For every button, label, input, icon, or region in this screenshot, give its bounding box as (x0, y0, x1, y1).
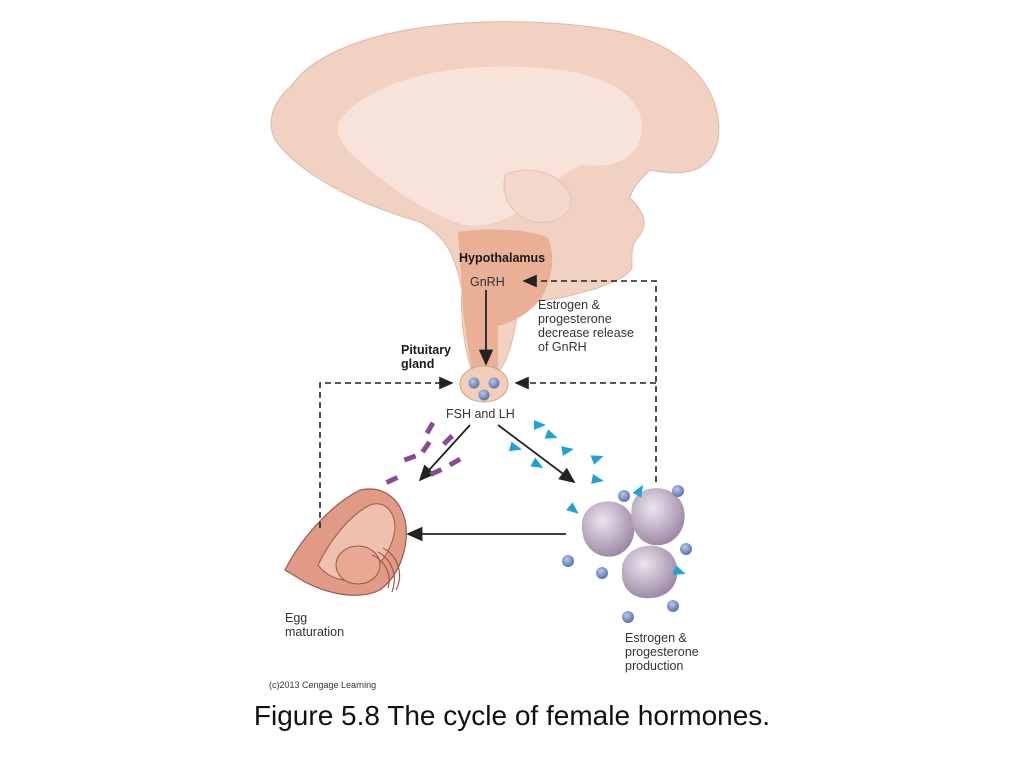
hormone-dots (562, 485, 692, 623)
lh-markers (508, 420, 686, 575)
lh-marker (534, 420, 546, 430)
arrow-to-uterus (418, 424, 471, 482)
estrogen-progesterone-dot (680, 543, 692, 555)
hypothalamus-region (458, 229, 553, 372)
fsh-marker (424, 421, 436, 435)
brain-illustration (270, 21, 720, 373)
lh-marker (544, 429, 558, 439)
fsh-markers (385, 421, 462, 485)
hormone-arrows (406, 290, 576, 542)
estrogen-production-label: Estrogen & progesterone production (625, 631, 699, 673)
fsh-marker (403, 453, 417, 463)
figure-caption: Figure 5.8 The cycle of female hormones. (253, 700, 771, 731)
lh-marker (672, 565, 686, 575)
egg-maturation-label: Egg maturation (285, 611, 345, 639)
feedback-line-from-uterus (319, 376, 454, 528)
estrogen-progesterone-dot (622, 611, 634, 623)
estrogen-progesterone-dot (618, 490, 630, 502)
fsh-marker (448, 456, 462, 468)
copyright-notice: (c)2013 Cengage Learning (269, 680, 377, 690)
brain-inner (337, 66, 642, 226)
fsh-marker (420, 440, 432, 454)
lh-marker (566, 502, 579, 514)
fsh-lh-label: FSH and LH (446, 407, 515, 421)
estrogen-progesterone-dot (672, 485, 684, 497)
lh-marker (561, 446, 574, 456)
follicle-cluster (581, 488, 685, 599)
gnrh-label: GnRH (470, 275, 505, 289)
estrogen-progesterone-dot (596, 567, 608, 579)
feedback-note: Estrogen & progesterone decrease release… (538, 298, 634, 354)
lh-marker (632, 484, 643, 498)
feedback-line-to-hypothalamus (522, 274, 657, 482)
lh-marker (590, 455, 604, 465)
arrow-to-follicles (497, 424, 576, 484)
lh-marker (591, 474, 604, 484)
uterus-illustration (284, 488, 407, 596)
estrogen-progesterone-dot (667, 600, 679, 612)
feedback-lines (319, 274, 657, 528)
pituitary-gland (459, 365, 509, 403)
hypothalamus-label: Hypothalamus (459, 251, 546, 265)
fsh-marker (385, 475, 399, 485)
lh-marker (508, 441, 522, 452)
estrogen-progesterone-dot (562, 555, 574, 567)
pituitary-label: Pituitary gland (401, 343, 452, 371)
brain-lobe (503, 169, 572, 224)
lh-marker (530, 457, 544, 468)
fsh-marker (441, 433, 455, 447)
fsh-marker (429, 467, 443, 477)
